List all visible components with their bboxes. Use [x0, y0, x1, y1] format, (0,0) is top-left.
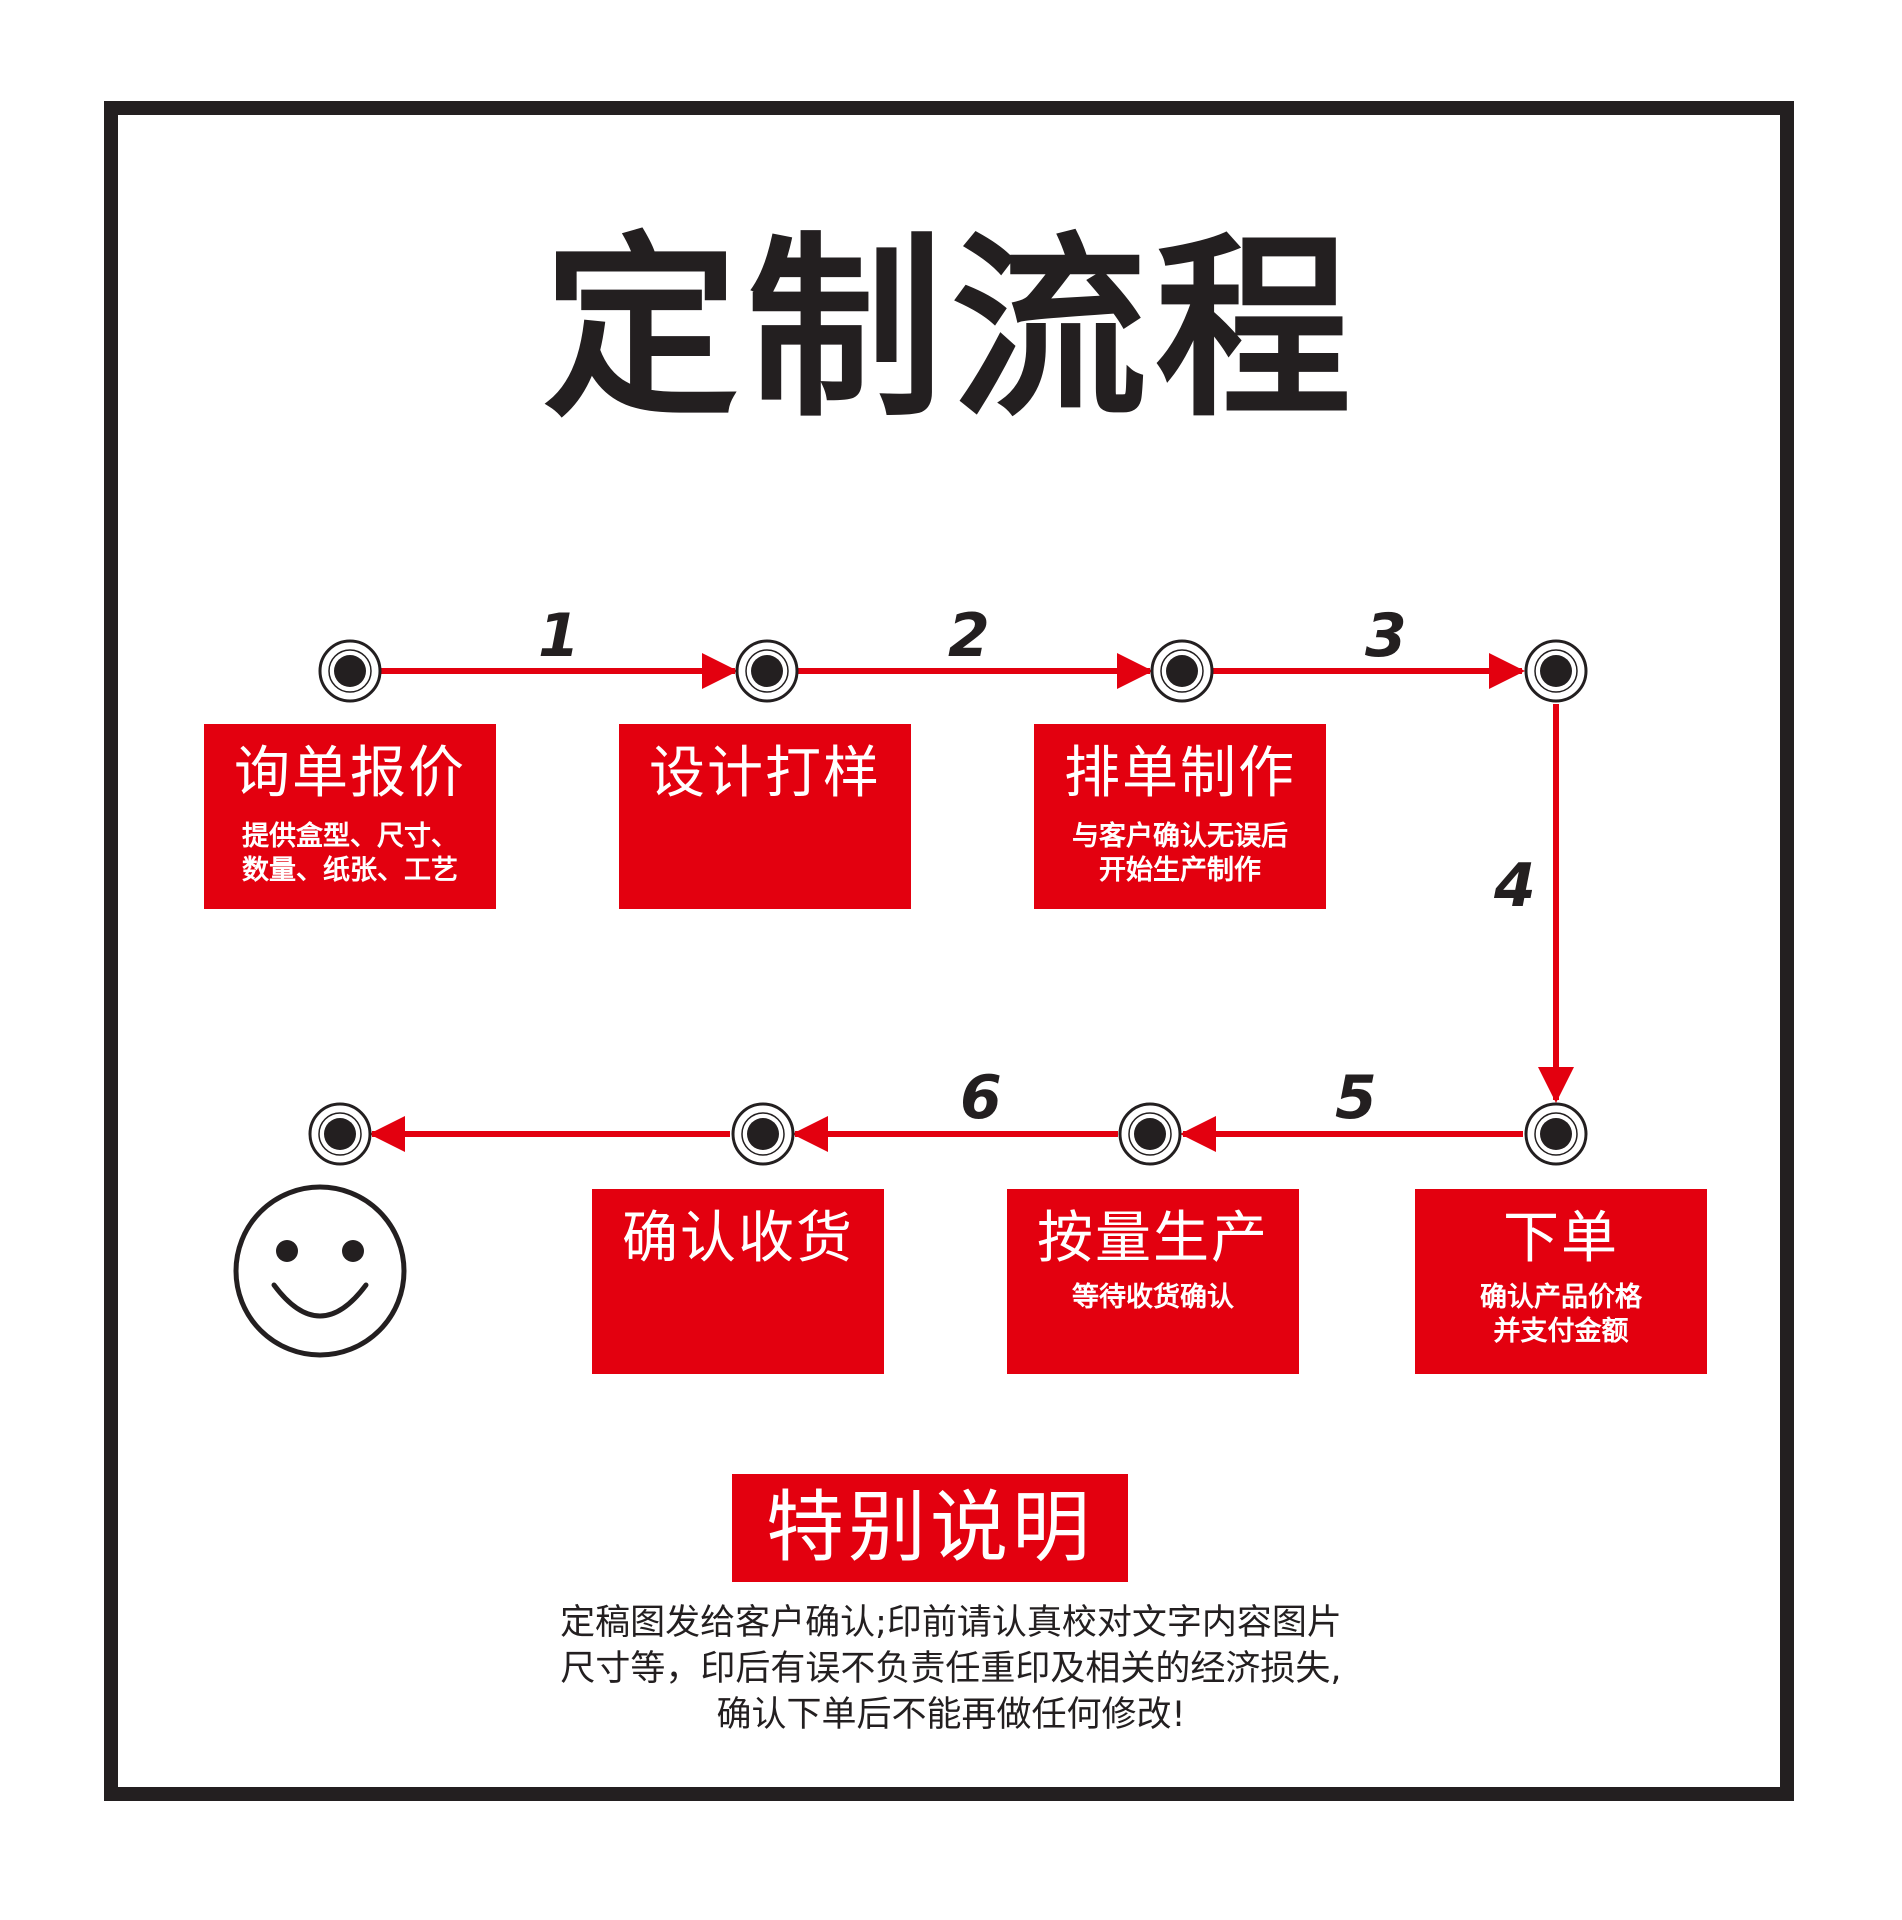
page-title: 定制流程	[542, 216, 1359, 444]
step-number-4: 4	[1494, 851, 1536, 921]
step-description: 等待收货确认	[1072, 1282, 1234, 1313]
notes-heading: 特别说明	[732, 1474, 1128, 1582]
step-title: 询单报价	[234, 741, 466, 806]
step-box-quote: 询单报价 提供盒型、尺寸、 数量、纸张、工艺	[204, 724, 496, 909]
step-box-production: 按量生产 等待收货确认	[1007, 1189, 1299, 1374]
outer-frame	[104, 101, 1794, 1801]
target-dot-icon	[308, 1102, 372, 1166]
step-number-6: 6	[960, 1063, 1002, 1133]
step-number-1: 1	[538, 601, 580, 671]
target-dot-icon	[1524, 1102, 1588, 1166]
step-number-5: 5	[1335, 1063, 1377, 1133]
target-dot-icon	[1524, 639, 1588, 703]
step-description: 确认产品价格 并支付金额	[1480, 1282, 1642, 1347]
target-dot-icon	[731, 1102, 795, 1166]
target-dot-icon	[1150, 639, 1214, 703]
step-title: 按量生产	[1037, 1206, 1269, 1271]
notes-line: 定稿图发给客户确认;印前请认真校对文字内容图片	[560, 1603, 1342, 1643]
target-dot-icon	[735, 639, 799, 703]
smiley-face-icon	[233, 1184, 407, 1358]
step-title: 确认收货	[622, 1206, 854, 1271]
step-number-2: 2	[948, 601, 990, 671]
target-dot-icon	[1118, 1102, 1182, 1166]
notes-body: 定稿图发给客户确认;印前请认真校对文字内容图片 尺寸等，印后有误不负责任重印及相…	[0, 1600, 1902, 1738]
step-number-3: 3	[1365, 601, 1407, 671]
step-box-design: 设计打样	[619, 724, 911, 909]
step-box-order: 下单 确认产品价格 并支付金额	[1415, 1189, 1707, 1374]
step-description: 提供盒型、尺寸、 数量、纸张、工艺	[242, 821, 458, 886]
step-description: 与客户确认无误后 开始生产制作	[1072, 821, 1288, 886]
step-box-receipt: 确认收货	[592, 1189, 884, 1374]
target-dot-icon	[318, 639, 382, 703]
notes-line: 确认下单后不能再做任何修改!	[716, 1695, 1186, 1735]
step-box-schedule: 排单制作 与客户确认无误后 开始生产制作	[1034, 724, 1326, 909]
step-title: 设计打样	[649, 741, 881, 806]
step-title: 排单制作	[1064, 741, 1296, 806]
notes-line: 尺寸等，印后有误不负责任重印及相关的经济损失,	[560, 1649, 1342, 1689]
step-title: 下单	[1503, 1206, 1619, 1271]
